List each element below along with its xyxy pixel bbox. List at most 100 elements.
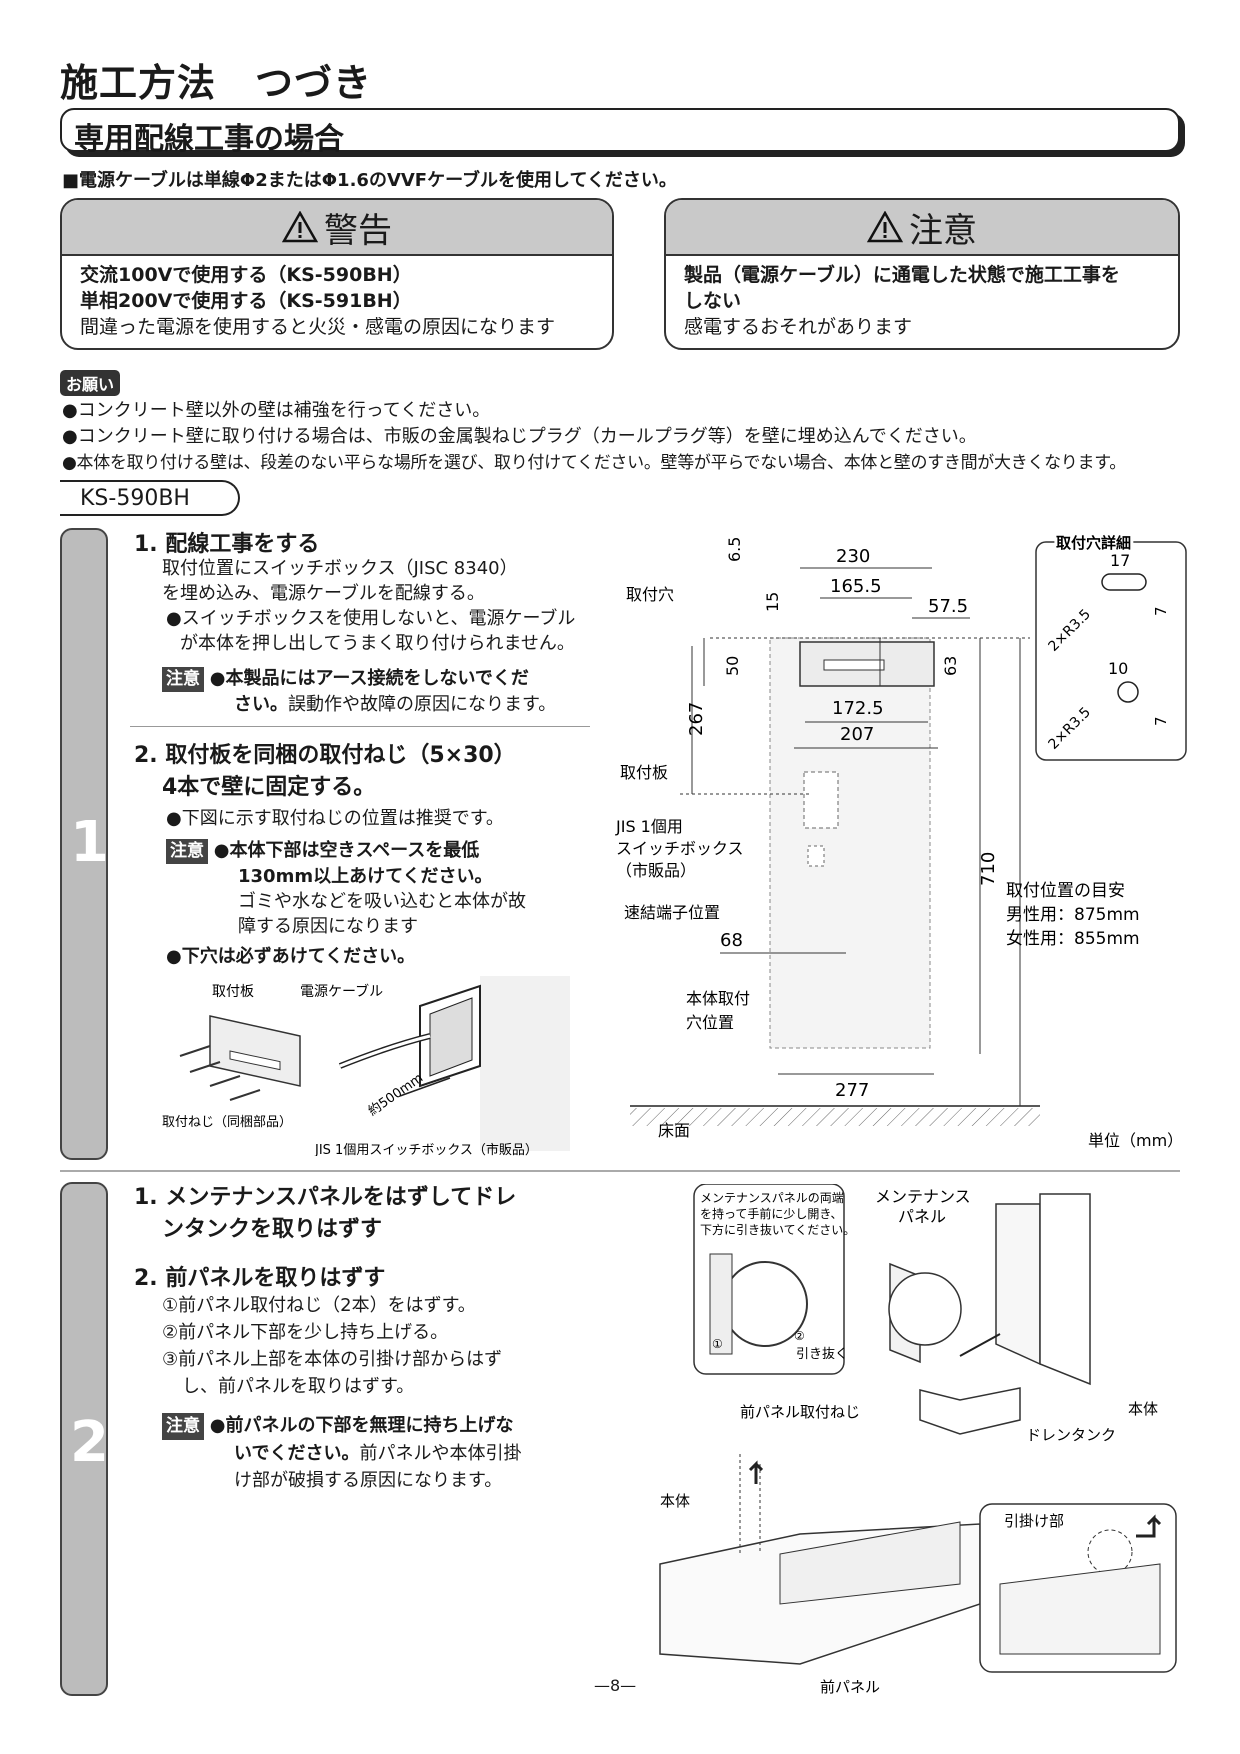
text-line: ③前パネル上部を本体の引掛け部からはず <box>162 1349 503 1370</box>
caution-line1: 製品（電源ケーブル）に通電した状態で施工工事を <box>684 264 1120 286</box>
caution-line3: 感電するおそれがあります <box>684 316 913 338</box>
step2-bar: 2 <box>60 1182 109 1696</box>
bubble-line1: メンテナンスパネルの両端 <box>700 1191 844 1205</box>
ill-box-label: JIS 1個用スイッチボックス（市販品） <box>314 1142 538 1156</box>
section-title: 専用配線工事の場合 <box>74 122 344 157</box>
label-female: 女性用：855mm <box>1006 929 1140 949</box>
warning-header: 警告 <box>62 200 612 256</box>
page-number: —8— <box>594 1676 637 1695</box>
dim-57: 57.5 <box>928 596 968 617</box>
dim-277: 277 <box>835 1080 869 1101</box>
warning-icon <box>282 211 318 243</box>
dim-7b: 7 <box>1152 716 1170 726</box>
step1-b-caution: 注意 ●本体下部は空きスペースを最低 130mm以上あけてください。 ゴミや水な… <box>166 838 526 939</box>
step2-caution: 注意 ●前パネルの下部を無理に持ち上げな いでください。前パネルや本体引掛 け部… <box>162 1412 521 1494</box>
ill-plate-label: 取付板 <box>212 984 254 1000</box>
request-item: ●コンクリート壁に取り付ける場合は、市販の金属製ねじプラグ（カールプラグ等）を壁… <box>62 426 977 447</box>
section-title-bar: 専用配線工事の場合 <box>60 108 1180 157</box>
text-line: を埋め込み、電源ケーブルを配線する。 <box>162 583 485 604</box>
caution-line2: しない <box>684 290 742 312</box>
step1-b-title: 2. 取付板を同梱の取付ねじ（5×30） 4本で壁に固定する。 <box>134 740 516 804</box>
dim-10: 10 <box>1108 659 1128 678</box>
label-plate: 取付板 <box>620 763 668 782</box>
label-unit: 単位（mm） <box>1088 1131 1183 1150</box>
step2-title1: 1. メンテナンスパネルをはずしてドレ ンタンクを取りはずす <box>134 1182 516 1246</box>
warning-line3: 間違った電源を使用すると火災・感電の原因になります <box>80 316 556 338</box>
dim-6-5: 6.5 <box>725 537 744 562</box>
label-box2: スイッチボックス <box>616 839 744 858</box>
step1-a-caution: 注意 ●本製品にはアース接続をしないでくだ さい。誤動作や故障の原因になります。 <box>162 666 582 717</box>
text-line: ●前パネルの下部を無理に持ち上げな <box>209 1415 514 1436</box>
dim-17: 17 <box>1110 551 1130 570</box>
front-panel-label: 前パネル <box>820 1678 880 1696</box>
text-line: ●本体下部は空きスペースを最低 <box>213 840 480 861</box>
ill-screw-label: 取付ねじ（同梱部品） <box>162 1115 292 1130</box>
label-body1: 本体取付 <box>686 989 750 1008</box>
text-line: ンタンクを取りはずす <box>162 1217 383 1242</box>
bubble-line3: 下方に引き抜いてください。 <box>700 1222 855 1237</box>
plate-drawing <box>179 1015 301 1101</box>
text-line: 前パネルや本体引掛 <box>359 1443 522 1464</box>
panel-label2: パネル <box>898 1207 946 1226</box>
text-line: 障する原因になります <box>238 916 418 937</box>
step2-number: 2 <box>70 1410 109 1475</box>
step1-number: 1 <box>70 810 109 875</box>
label-guide: 取付位置の目安 <box>1006 881 1125 901</box>
step1-b-bullet2: ●下穴は必ずあけてください。 <box>166 946 416 967</box>
text-line: 2. 取付板を同梱の取付ねじ（5×30） <box>134 743 516 768</box>
switch-box-drawing <box>338 976 570 1151</box>
step-divider <box>60 1170 1180 1172</box>
step1-a-title: 1. 配線工事をする <box>134 532 320 557</box>
hole-detail-box <box>1035 541 1187 761</box>
ill-length-label: 約500mm <box>366 1071 426 1120</box>
dim-15: 15 <box>763 592 782 612</box>
caution-tag: 注意 <box>162 667 204 692</box>
warning-title: 警告 <box>324 210 392 251</box>
caution-tag: 注意 <box>166 839 208 864</box>
dim-7a: 7 <box>1152 606 1170 616</box>
text-line: 1. メンテナンスパネルをはずしてドレ <box>134 1185 517 1210</box>
caution-tag: 注意 <box>162 1413 204 1440</box>
step2-steps: ①前パネル取付ねじ（2本）をはずす。 ②前パネル下部を少し持ち上げる。 ③前パネ… <box>162 1292 502 1400</box>
model-label-box: KS-590BH <box>60 480 240 516</box>
text-line: し、前パネルを取りはずす。 <box>182 1376 415 1397</box>
text-line: け部が破損する原因になります。 <box>234 1470 503 1491</box>
dim-207: 207 <box>840 724 874 745</box>
hook-label: 引掛け部 <box>1004 1512 1064 1530</box>
text-line: 130mm以上あけてください。 <box>238 866 493 887</box>
dim-230: 230 <box>836 546 870 567</box>
request-tag: お願い <box>60 370 121 396</box>
pull-label: 引き抜く <box>796 1346 848 1362</box>
body-label1: 本体 <box>1128 1400 1158 1418</box>
mounting-illustration: 取付板 電源ケーブル 取付ねじ（同梱部品） 約500mm JIS 1個用スイッチ… <box>162 976 570 1156</box>
text-line: ②前パネル下部を少し持ち上げる。 <box>162 1322 449 1343</box>
label-terminal: 速結端子位置 <box>624 903 720 922</box>
text-line: が本体を押し出してうまく取り付けられません。 <box>180 633 575 654</box>
dim-172: 172.5 <box>832 698 884 719</box>
warning-line1: 交流100Vで使用する（KS-590BH） <box>80 264 412 286</box>
text-bold: いでください。 <box>234 1443 360 1464</box>
caution-box: 注意 製品（電源ケーブル）に通電した状態で施工工事を しない 感電するおそれがあ… <box>664 198 1180 350</box>
dim-50: 50 <box>723 656 742 676</box>
panel-removal-diagram: メンテナンスパネルの両端 を持って手前に少し開き、 下方に引き抜いてください。 … <box>659 1184 1177 1696</box>
text-line: ゴミや水などを吸い込むと本体が故 <box>238 891 526 912</box>
text-line: ●スイッチボックスを使用しないと、電源ケーブル <box>166 608 576 629</box>
label-body2: 穴位置 <box>686 1013 734 1032</box>
label-hole: 取付穴 <box>626 585 674 604</box>
dim-267: 267 <box>686 702 707 736</box>
ill-cable-label: 電源ケーブル <box>300 983 383 1000</box>
text-line: ①前パネル取付ねじ（2本）をはずす。 <box>162 1295 476 1316</box>
step-circle-2: ② <box>794 1329 805 1343</box>
step1-b-bullet: ●下図に示す取付ねじの位置は推奨です。 <box>166 808 504 829</box>
cable-note: ■電源ケーブルは単線Φ2またはΦ1.6のVVFケーブルを使用してください。 <box>62 170 677 191</box>
dim-68: 68 <box>720 930 743 951</box>
dim-165: 165.5 <box>830 576 882 597</box>
caution-title: 注意 <box>909 210 977 251</box>
warning-box: 警告 交流100Vで使用する（KS-590BH） 単相200Vで使用する（KS-… <box>60 198 614 350</box>
dim-710: 710 <box>978 852 999 886</box>
step2-title2: 2. 前パネルを取りはずす <box>134 1266 386 1291</box>
step1-a-text: 取付位置にスイッチボックス（JISC 8340） を埋め込み、電源ケーブルを配線… <box>162 556 575 656</box>
text-bold: さい。 <box>234 694 288 715</box>
request-list: ●コンクリート壁以外の壁は補強を行ってください。 ●コンクリート壁に取り付ける場… <box>62 398 1126 476</box>
warning-line2: 単相200Vで使用する（KS-591BH） <box>80 290 412 312</box>
